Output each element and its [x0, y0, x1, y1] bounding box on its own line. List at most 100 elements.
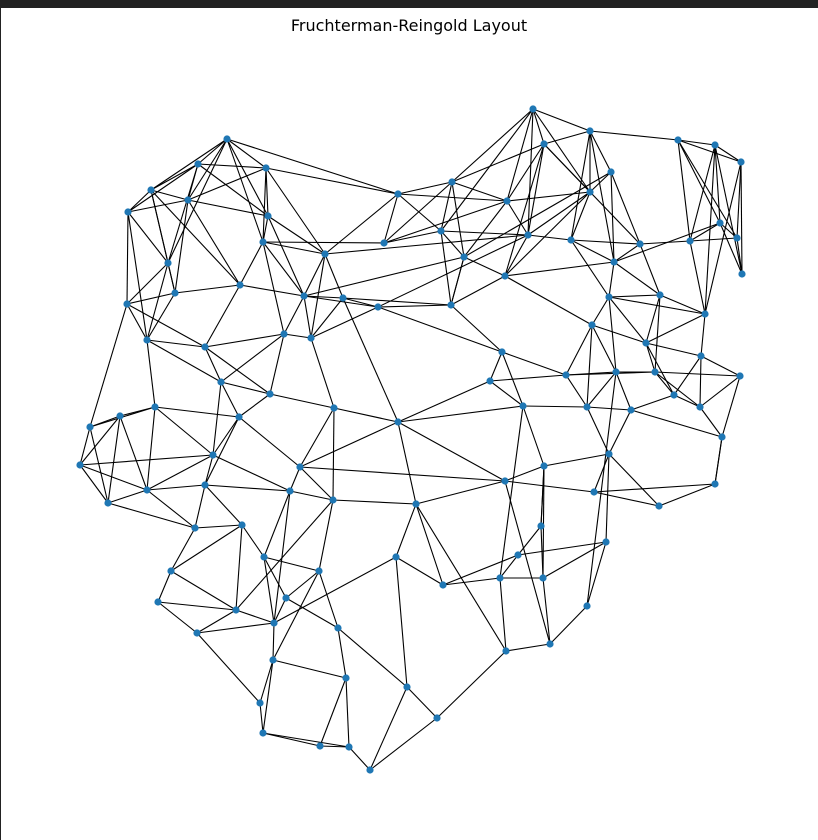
graph-edge: [489, 380, 524, 407]
edge-layer: [79, 108, 743, 771]
graph-edge: [504, 465, 545, 482]
graph-node: [501, 272, 509, 280]
graph-edge: [263, 556, 320, 572]
graph-edge: [126, 303, 206, 348]
graph-node: [334, 624, 342, 632]
graph-edge: [324, 193, 399, 255]
graph-edge: [348, 746, 371, 771]
graph-edge: [522, 405, 545, 467]
graph-edge: [265, 167, 326, 255]
graph-edge: [489, 374, 567, 382]
graph-edge: [273, 597, 287, 624]
graph-edge: [506, 108, 534, 202]
graph-edge: [79, 454, 214, 466]
graph-edge: [79, 415, 121, 466]
graph-node: [217, 378, 225, 386]
graph-edge: [127, 211, 148, 341]
graph-edge: [740, 161, 743, 275]
graph-edge: [299, 407, 335, 468]
graph-node: [607, 168, 615, 176]
graph-edge: [593, 453, 610, 493]
graph-edge: [310, 337, 335, 409]
graph-edge: [239, 284, 305, 297]
graph-edge: [226, 138, 267, 169]
graph-edge: [397, 405, 524, 423]
graph-edge: [369, 686, 408, 771]
graph-edge: [565, 324, 593, 376]
graph-edge: [197, 138, 228, 165]
graph-node: [191, 524, 199, 532]
graph-node: [655, 502, 663, 510]
graph-edge: [608, 296, 647, 344]
graph-edge: [262, 659, 274, 734]
graph-edge: [415, 503, 507, 652]
graph-node: [286, 487, 294, 495]
graph-node: [711, 141, 719, 149]
graph-edge: [272, 622, 275, 661]
graph-edge: [324, 253, 344, 299]
graph-edge: [645, 342, 656, 373]
graph-node: [184, 196, 192, 204]
graph-edge: [262, 241, 285, 335]
graph-node: [392, 553, 400, 561]
graph-edge: [605, 453, 610, 543]
graph-edge: [272, 659, 347, 679]
graph-edge: [540, 525, 544, 579]
graph-node: [686, 237, 694, 245]
graph-edge: [397, 380, 491, 423]
graph-node: [86, 423, 94, 431]
graph-edge: [146, 484, 206, 491]
graph-edge: [699, 406, 723, 438]
graph-node: [151, 403, 159, 411]
graph-node: [154, 598, 162, 606]
graph-edge: [589, 171, 612, 193]
graph-edge: [689, 237, 738, 242]
graph-node: [590, 488, 598, 496]
graph-node: [315, 567, 323, 575]
graph-edge: [146, 406, 156, 491]
graph-edge: [303, 253, 326, 297]
graph-node: [259, 729, 267, 737]
graph-node: [529, 105, 537, 113]
graph-node: [627, 406, 635, 414]
graph-edge: [677, 139, 716, 146]
graph-edge: [593, 483, 716, 493]
graph-edge: [654, 294, 661, 373]
graph-edge: [395, 556, 408, 688]
graph-edge: [262, 241, 326, 255]
graph-node: [503, 197, 511, 205]
graph-edge: [283, 333, 312, 339]
graph-node: [588, 321, 596, 329]
node-layer: [76, 105, 746, 774]
graph-edge: [226, 138, 399, 195]
graph-node: [412, 500, 420, 508]
graph-edge: [415, 503, 444, 586]
graph-node: [171, 289, 179, 297]
graph-edge: [319, 745, 350, 748]
graph-node: [280, 330, 288, 338]
graph-node: [612, 368, 620, 376]
graph-edge: [337, 627, 347, 679]
graph-edge: [659, 294, 706, 315]
graph-edge: [451, 181, 508, 202]
graph-edge: [267, 215, 326, 255]
graph-edge: [450, 304, 503, 353]
graph-edge: [303, 295, 379, 308]
graph-edge: [204, 484, 291, 492]
graph-edge: [630, 394, 675, 411]
graph-edge: [226, 138, 269, 217]
graph-node: [696, 403, 704, 411]
graph-node: [339, 294, 347, 302]
graph-node: [583, 403, 591, 411]
graph-edge: [263, 556, 275, 624]
graph-node: [586, 127, 594, 135]
graph-node: [610, 258, 618, 266]
graph-edge: [615, 371, 632, 411]
graph-edge: [504, 480, 595, 493]
graph-node: [269, 656, 277, 664]
graph-node: [737, 158, 745, 166]
graph-node: [201, 343, 209, 351]
graph-edge: [699, 355, 702, 408]
graph-node: [394, 190, 402, 198]
graph-edge: [377, 234, 529, 308]
